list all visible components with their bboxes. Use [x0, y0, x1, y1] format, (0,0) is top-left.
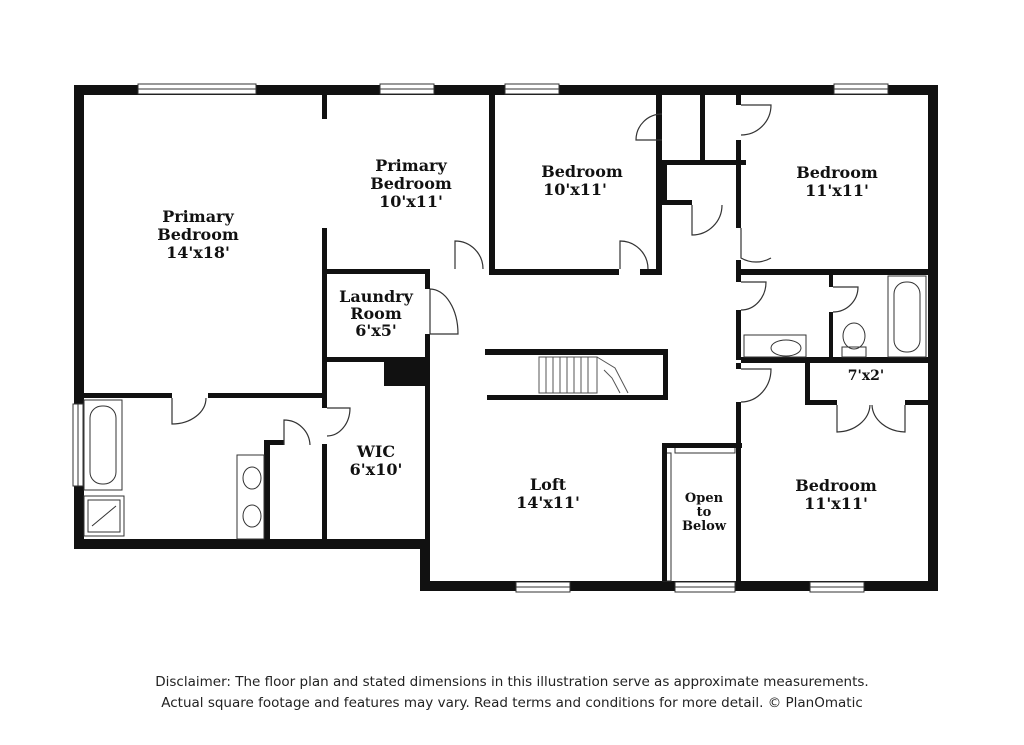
toilet-right	[841, 322, 867, 358]
bedroom-top-center-dims: 10'x11'	[543, 180, 607, 199]
bedroom-bottom-right-name: Bedroom	[795, 476, 877, 495]
wic-dims: 6'x10'	[350, 460, 403, 479]
wic-name: WIC	[356, 442, 395, 461]
bedroom-bottom-right-dims: 11'x11'	[804, 494, 868, 513]
open-to-below-3: Below	[682, 519, 727, 534]
bedroom-top-right-dims: 11'x11'	[805, 181, 869, 200]
open-to-below-2: to	[697, 505, 712, 520]
windows	[72, 83, 889, 593]
staircase	[538, 356, 629, 394]
doors	[171, 104, 906, 446]
closet-small-dims: 7'x2'	[848, 368, 884, 384]
laundry-name-1: Laundry	[339, 287, 414, 306]
primary-bedroom-main-name-1: Primary	[162, 207, 234, 226]
primary-bedroom-sitting-dims: 10'x11'	[379, 192, 443, 211]
disclaimer: Disclaimer: The floor plan and stated di…	[0, 672, 1024, 714]
exterior-walls	[74, 85, 938, 591]
disclaimer-line-2: Actual square footage and features may v…	[161, 695, 863, 711]
primary-bedroom-sitting-name-2: Bedroom	[370, 174, 452, 193]
laundry-name-2: Room	[350, 304, 402, 323]
laundry-dims: 6'x5'	[355, 321, 397, 340]
loft-name: Loft	[530, 475, 567, 494]
primary-bedroom-main-name-2: Bedroom	[157, 225, 239, 244]
bedroom-top-center-name: Bedroom	[541, 162, 623, 181]
double-vanity	[236, 454, 265, 540]
open-to-below-1: Open	[685, 491, 724, 506]
bedroom-top-right-name: Bedroom	[796, 163, 878, 182]
shower-left	[83, 495, 125, 537]
disclaimer-line-1: Disclaimer: The floor plan and stated di…	[155, 674, 869, 690]
interior-walls	[84, 95, 928, 584]
primary-bedroom-main-dims: 14'x18'	[166, 243, 230, 262]
bathtub-right	[887, 275, 927, 358]
loft-dims: 14'x11'	[516, 493, 580, 512]
primary-bedroom-sitting-name-1: Primary	[375, 156, 447, 175]
bathtub-left	[83, 399, 123, 491]
sink-right	[743, 334, 807, 358]
